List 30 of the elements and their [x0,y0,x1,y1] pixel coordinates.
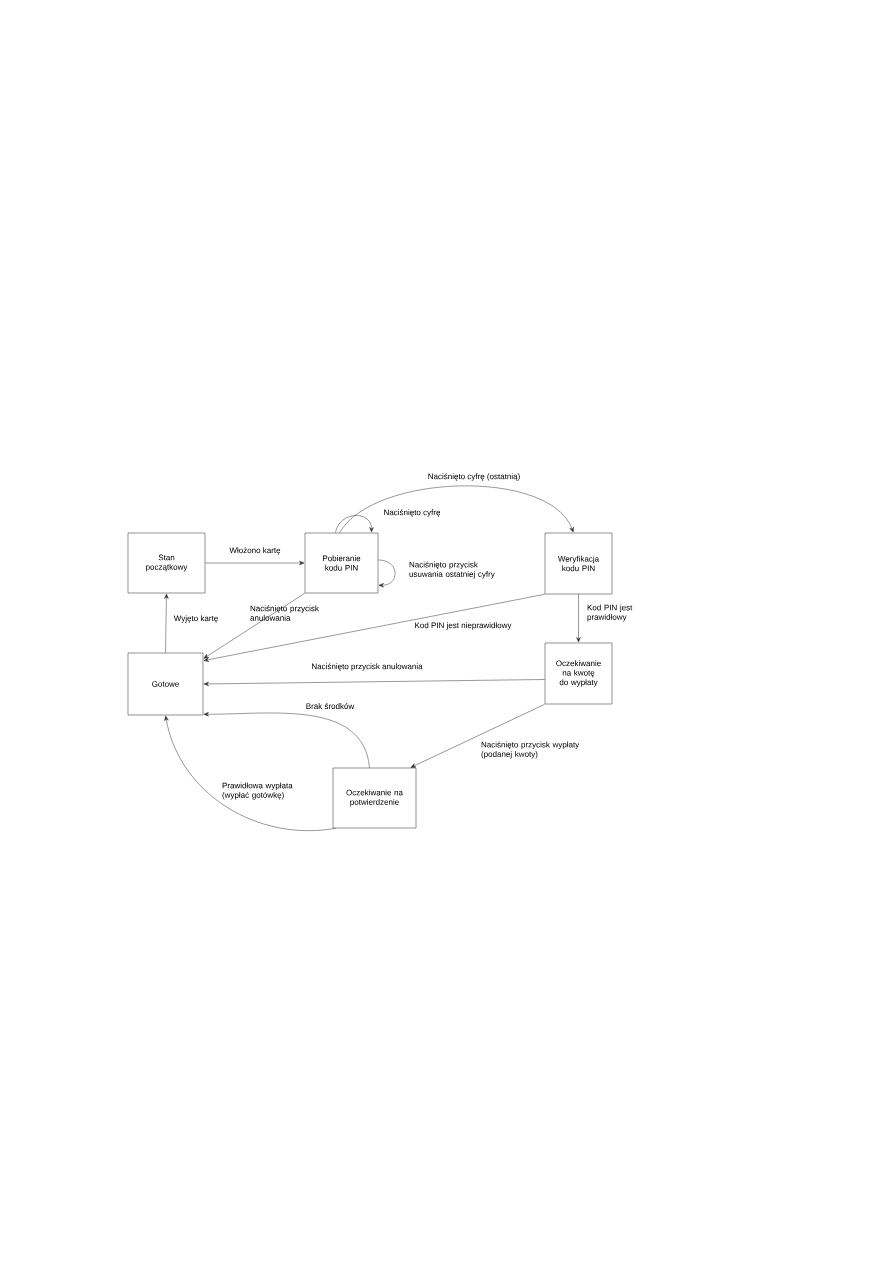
arrow [203,593,305,659]
arrow [164,715,336,831]
arrow [410,704,545,768]
edge-label: Kod PIN jest prawidłowy [587,604,633,622]
state-box: Stan początkowy [127,532,206,594]
state-box: Oczekiwanie na potwierdzenie [332,767,417,829]
arrow [203,679,545,687]
state-box: Oczekiwanie na kwotę do wypłaty [544,642,613,705]
edge-label: Wyjęto kartę [173,615,218,623]
arrow [576,594,581,643]
arrow [335,515,374,533]
edge-label: Włożono kartę [229,547,281,555]
edge-label: Naciśnięto przycisk usuwania ostatniej cyfry [409,561,495,579]
edge-label: Brak środków [306,703,355,709]
arrow [339,485,574,533]
edge-label: Naciśnięto przycisk anulowania [312,663,423,671]
edge-label: Kod PIN jest nieprawidłowy [415,622,512,630]
state-box: Pobieranie kodu PIN [304,532,379,594]
arrow [164,593,169,653]
edge-label: Naciśnięto przycisk wypłaty (podanej kwoty) [481,741,580,759]
edge-label: Prawidłowa wypłata (wypłać gotówkę) [222,782,293,800]
arrow [203,594,545,662]
state-box: Gotowe [127,652,204,716]
edge-label: Naciśnięto przycisk anulowania [250,605,319,621]
arrow [378,559,396,588]
arrow [203,712,370,768]
edge-label: Naciśnięto cyfrę (ostatnią) [428,473,520,481]
edge-label: Naciśnięto cyfrę [384,509,441,517]
arrow [205,560,305,566]
state-box: Weryfikacja kodu PIN [544,532,613,595]
